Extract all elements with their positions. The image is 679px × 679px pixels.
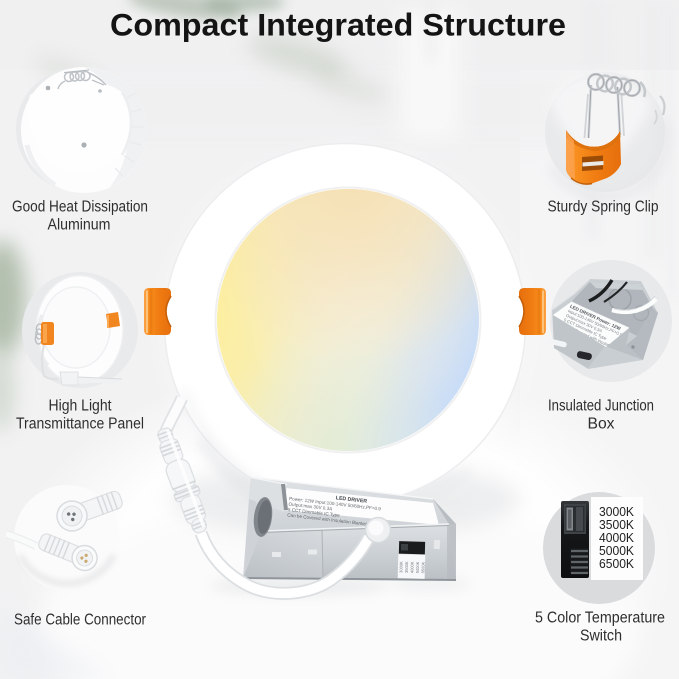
svg-text:5 CCT Dimmable IC Type: 5 CCT Dimmable IC Type [288, 507, 341, 518]
svg-text:4000K: 4000K [409, 561, 414, 573]
svg-text:Switch: Switch [580, 628, 622, 645]
svg-text:Output:max 30V 0.3A: Output:max 30V 0.3A [288, 502, 333, 512]
svg-text:3000K: 3000K [398, 561, 403, 573]
svg-text:3500K: 3500K [404, 561, 409, 573]
svg-text:5 Color Temperature: 5 Color Temperature [535, 610, 665, 627]
svg-text:Aluminum: Aluminum [48, 217, 111, 234]
svg-text:LED DRIVER: LED DRIVER [335, 495, 367, 505]
svg-text:5000K: 5000K [599, 543, 634, 558]
svg-text:4000K: 4000K [599, 530, 634, 545]
svg-text:Insulated Junction: Insulated Junction [548, 398, 654, 415]
svg-text:3000K: 3000K [599, 504, 634, 519]
svg-text:Transmittance Panel: Transmittance Panel [16, 416, 144, 433]
svg-text:3500K: 3500K [599, 517, 634, 532]
svg-text:6500K: 6500K [599, 556, 634, 571]
svg-text:Safe Cable Connector: Safe Cable Connector [14, 612, 146, 629]
svg-text:6500K: 6500K [420, 561, 425, 573]
svg-text:Box: Box [588, 416, 615, 433]
svg-text:Good Heat Dissipation: Good Heat Dissipation [12, 199, 148, 216]
svg-text:High Light: High Light [49, 398, 113, 415]
svg-text:5000K: 5000K [415, 561, 420, 573]
svg-text:Compact Integrated Structure: Compact Integrated Structure [110, 7, 566, 43]
svg-text:Sturdy Spring Clip: Sturdy Spring Clip [548, 199, 659, 216]
